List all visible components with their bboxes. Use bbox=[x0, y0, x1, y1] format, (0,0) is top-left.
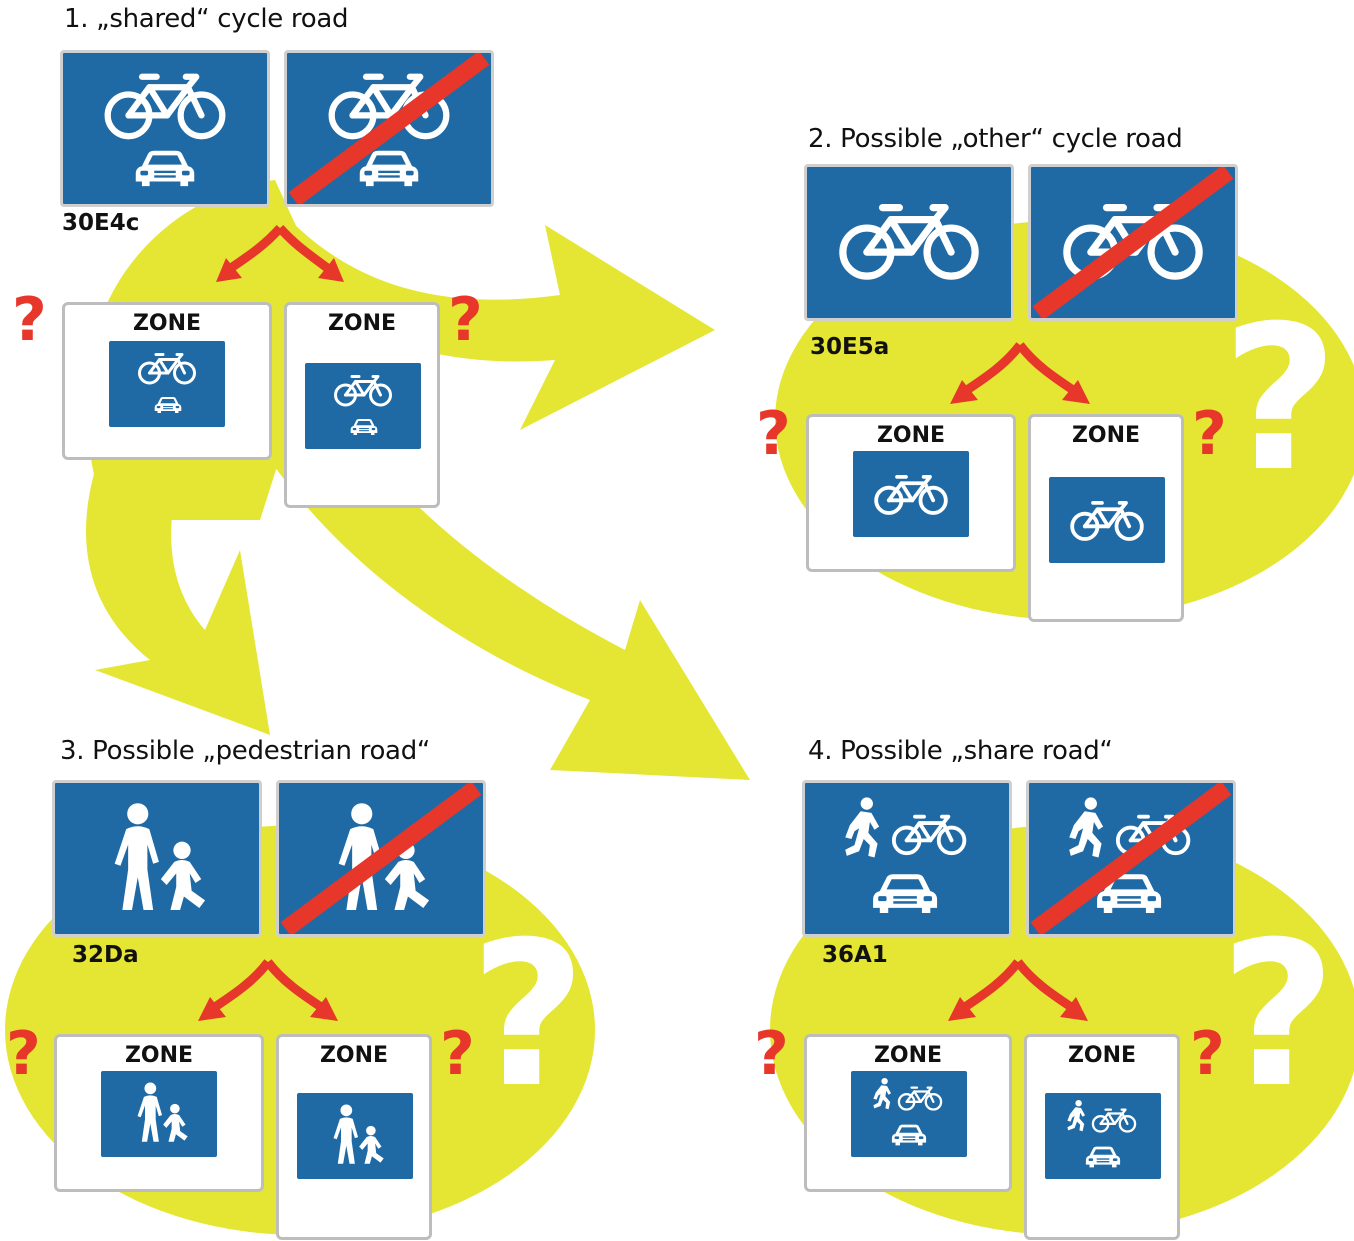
split-arrows-section-2 bbox=[961, 342, 1079, 396]
section-3-code: 32Da bbox=[72, 942, 139, 968]
zone-inner-sign bbox=[297, 1093, 413, 1179]
shared-cycle-road-end-sign bbox=[284, 50, 494, 207]
question-mark-icon: ? bbox=[1192, 399, 1227, 469]
zone-label: ZONE bbox=[873, 1043, 943, 1068]
section-2-zone-sign-left: ZONE bbox=[806, 414, 1016, 572]
shared-cycle-road-sign bbox=[60, 50, 270, 207]
section-4-zone-sign-right: ZONE bbox=[1024, 1034, 1180, 1240]
zone-inner-sign bbox=[853, 451, 969, 537]
zone-label: ZONE bbox=[319, 1043, 389, 1068]
split-arrows-section-4 bbox=[959, 959, 1077, 1013]
zone-label: ZONE bbox=[327, 311, 397, 336]
section-1-zone-sign-left: ZONE bbox=[62, 302, 272, 460]
split-arrows-section-3 bbox=[209, 959, 327, 1013]
large-question-mark-icon: ? bbox=[1220, 899, 1337, 1132]
zone-label: ZONE bbox=[124, 1043, 194, 1068]
pedestrian-road-end-sign bbox=[276, 780, 486, 937]
share-road-end-sign bbox=[1026, 780, 1236, 937]
section-3-heading: 3. Possible „pedestrian road“ bbox=[60, 736, 431, 766]
zone-inner-sign bbox=[1045, 1093, 1161, 1179]
question-mark-icon: ? bbox=[440, 1019, 475, 1089]
question-mark-icon: ? bbox=[6, 1019, 41, 1089]
section-3-zone-sign-right: ZONE bbox=[276, 1034, 432, 1240]
split-arrows-section-1 bbox=[225, 224, 333, 274]
large-question-mark-icon: ? bbox=[1222, 283, 1339, 516]
zone-inner-sign bbox=[305, 363, 421, 449]
question-mark-icon: ? bbox=[754, 1019, 789, 1089]
section-1-heading: 1. „shared“ cycle road bbox=[64, 4, 349, 34]
question-mark-icon: ? bbox=[12, 285, 47, 355]
zone-inner-sign bbox=[109, 341, 225, 427]
zone-label: ZONE bbox=[1067, 1043, 1137, 1068]
flow-arrow-to-section-2 bbox=[250, 220, 715, 430]
zone-inner-sign bbox=[1049, 477, 1165, 563]
large-question-mark-icon: ? bbox=[470, 899, 587, 1132]
section-1-code: 30E4c bbox=[62, 210, 140, 236]
share-road-sign bbox=[802, 780, 1012, 937]
section-3-zone-sign-left: ZONE bbox=[54, 1034, 264, 1192]
question-mark-icon: ? bbox=[1190, 1019, 1225, 1089]
section-1-zone-sign-right: ZONE bbox=[284, 302, 440, 508]
zone-label: ZONE bbox=[132, 311, 202, 336]
zone-label: ZONE bbox=[876, 423, 946, 448]
zone-inner-sign bbox=[851, 1071, 967, 1157]
section-2-heading: 2. Possible „other“ cycle road bbox=[808, 124, 1183, 154]
flow-arrow-to-section-3 bbox=[86, 460, 270, 735]
section-2-code: 30E5a bbox=[810, 334, 890, 360]
zone-label: ZONE bbox=[1071, 423, 1141, 448]
pedestrian-road-sign bbox=[52, 780, 262, 937]
section-4-zone-sign-left: ZONE bbox=[804, 1034, 1012, 1192]
other-cycle-road-end-sign bbox=[1028, 164, 1238, 321]
question-mark-icon: ? bbox=[756, 399, 791, 469]
zone-inner-sign bbox=[101, 1071, 217, 1157]
other-cycle-road-sign bbox=[804, 164, 1014, 321]
section-4-heading: 4. Possible „share road“ bbox=[808, 736, 1113, 766]
question-mark-icon: ? bbox=[448, 285, 483, 355]
section-4-code: 36A1 bbox=[822, 942, 888, 968]
section-2-zone-sign-right: ZONE bbox=[1028, 414, 1184, 622]
